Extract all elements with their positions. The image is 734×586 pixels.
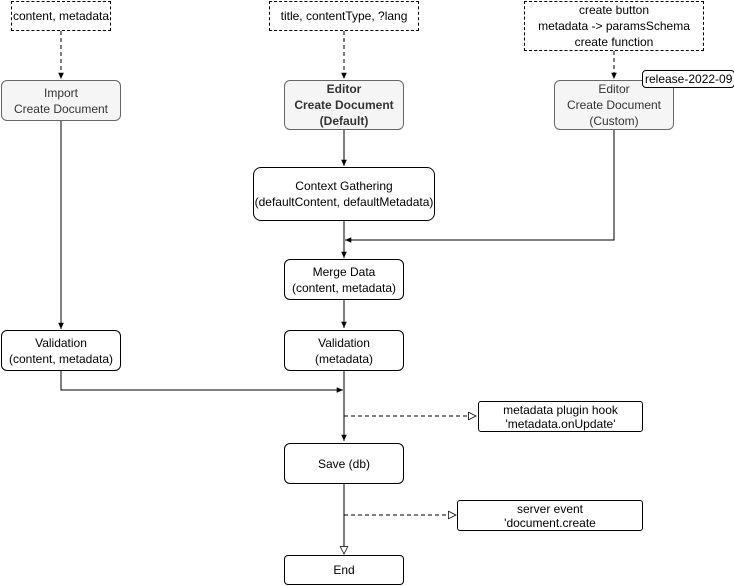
end-text: End bbox=[333, 563, 355, 577]
input-custom-line-2: metadata -> paramsSchema bbox=[538, 19, 690, 33]
editor-create-document-custom: Editor Create Document (Custom) bbox=[554, 80, 674, 130]
editor-custom-line-2: Create Document bbox=[566, 98, 662, 112]
edge-validation-import-to-save bbox=[60, 371, 343, 393]
editor-create-document-default: Editor Create Document (Default) bbox=[284, 80, 404, 130]
editor-custom-line-3: (Custom) bbox=[589, 114, 639, 128]
import-create-line-1: Import bbox=[43, 85, 78, 100]
validation-default-line-1: Validation bbox=[318, 335, 370, 350]
validation-import: Validation (content, metadata) bbox=[1, 330, 121, 371]
merge-data-line-1: Merge Data bbox=[312, 264, 376, 279]
metadata-plugin-hook: metadata plugin hook 'metadata.onUpdate' bbox=[478, 401, 643, 432]
editor-custom-line-1: Editor bbox=[598, 82, 630, 96]
context-gathering-line-2: (defaultContent, defaultMetadata) bbox=[254, 195, 434, 209]
validation-import-line-1: Validation bbox=[35, 335, 87, 350]
server-event-line-2: 'document.create bbox=[504, 515, 596, 530]
input-custom-line-3: create function bbox=[574, 35, 654, 49]
input-default-text: title, contentType, ?lang bbox=[280, 9, 408, 23]
editor-default-line-2: Create Document bbox=[294, 98, 394, 112]
release-tag-text: release-2022-09 bbox=[645, 72, 733, 86]
editor-default-line-3: (Default) bbox=[319, 114, 369, 128]
merge-data-line-2: (content, metadata) bbox=[291, 280, 397, 295]
save-db-text: Save (db) bbox=[317, 456, 371, 471]
release-tag: release-2022-09 bbox=[642, 70, 734, 88]
metadata-hook-line-2: 'metadata.onUpdate' bbox=[505, 416, 616, 431]
editor-default-line-1: Editor bbox=[326, 82, 362, 96]
server-event-line-1: server event bbox=[516, 501, 584, 516]
input-default: title, contentType, ?lang bbox=[269, 1, 419, 31]
save-db: Save (db) bbox=[284, 443, 404, 484]
metadata-hook-line-1: metadata plugin hook bbox=[503, 402, 618, 417]
input-custom: create button metadata -> paramsSchema c… bbox=[524, 1, 704, 51]
edge-custom-to-merge bbox=[345, 130, 615, 243]
context-gathering-line-1: Context Gathering bbox=[295, 179, 393, 193]
server-event: server event 'document.create bbox=[457, 500, 643, 531]
validation-default-line-2: (metadata) bbox=[314, 351, 374, 366]
merge-data: Merge Data (content, metadata) bbox=[284, 259, 404, 300]
context-gathering: Context Gathering (defaultContent, defau… bbox=[253, 167, 435, 221]
import-create-document: Import Create Document bbox=[1, 80, 121, 121]
end: End bbox=[284, 555, 404, 585]
validation-default: Validation (metadata) bbox=[284, 330, 404, 371]
input-custom-line-1: create button bbox=[578, 3, 650, 17]
import-create-line-2: Create Document bbox=[13, 101, 109, 116]
input-import: content, metadata bbox=[11, 1, 111, 31]
validation-import-line-2: (content, metadata) bbox=[8, 351, 114, 366]
input-import-text: content, metadata bbox=[12, 9, 110, 23]
